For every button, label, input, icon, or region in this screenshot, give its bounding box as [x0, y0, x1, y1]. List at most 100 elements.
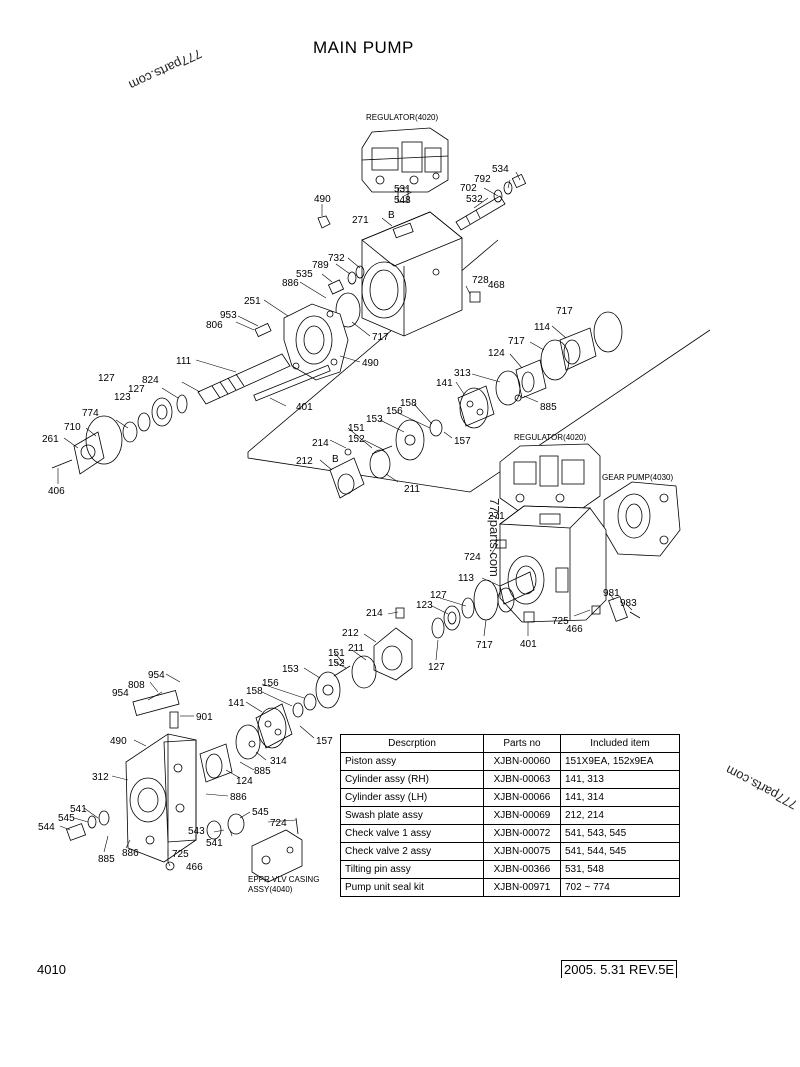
spacer-127 [137, 412, 151, 432]
pump-casing-top [361, 211, 463, 337]
table-header: Descrption [340, 734, 484, 753]
table-row: Cylinder assy (RH) XJBN-00063 141, 313 [340, 770, 680, 789]
valve-block-312 [125, 733, 197, 863]
part-label: 158 [400, 398, 417, 409]
plug-724 [495, 539, 507, 549]
part-label: 152 [328, 658, 345, 669]
part-label: 885 [254, 766, 271, 777]
part-label: 141 [228, 698, 245, 709]
part-label: 113 [458, 573, 474, 584]
pin-983 [629, 611, 641, 619]
plug-535 [327, 279, 345, 295]
oring-732 [355, 265, 365, 279]
part-label: 885 [98, 854, 115, 865]
bolt-901 [169, 711, 179, 729]
table-header: Parts no [483, 734, 561, 753]
table-cell: XJBN-00060 [483, 752, 561, 771]
part-label: 313 [454, 368, 471, 379]
oring-717-right [593, 311, 623, 353]
pin-214 [344, 448, 352, 456]
group-frame-line [247, 329, 711, 493]
part-label: 545 [252, 807, 269, 818]
part-label: 156 [262, 678, 279, 689]
bearing-123-mid [443, 605, 461, 631]
table-row: Piston assy XJBN-00060 151X9EA, 152x9EA [340, 752, 680, 771]
part-label: 792 [474, 174, 491, 185]
table-cell: 541, 544, 545 [560, 842, 680, 861]
plate-981 [608, 596, 628, 622]
part-label: 490 [314, 194, 331, 205]
table-cell: 141, 314 [560, 788, 680, 807]
eppr-label-line2: ASSY(4040) [248, 885, 293, 894]
part-label: 808 [128, 680, 145, 691]
seal-702 [493, 189, 503, 203]
swash-plate-212-lower [373, 627, 413, 681]
oring-789 [347, 271, 357, 285]
part-label: 211 [404, 484, 420, 495]
table-cell: XJBN-00075 [483, 842, 561, 861]
table-cell: Pump unit seal kit [340, 878, 484, 897]
part-label: 124 [236, 776, 253, 787]
part-label: 710 [64, 422, 81, 433]
part-label: 158 [246, 686, 263, 697]
parts-table: Descrption Parts no Included item Piston… [340, 734, 680, 897]
part-label: 717 [556, 306, 573, 317]
table-cell: XJBN-00063 [483, 770, 561, 789]
table-cell: Check valve 2 assy [340, 842, 484, 861]
shoe-plate-211-lower [351, 655, 377, 689]
part-label: 885 [540, 402, 557, 413]
part-label: 314 [270, 756, 287, 767]
table-header-row: Descrption Parts no Included item [340, 734, 680, 753]
part-label: 789 [312, 260, 329, 271]
spacer-127-low [431, 617, 445, 639]
part-label: 724 [270, 818, 287, 829]
seal-545 [87, 815, 97, 829]
eppr-label-line1: EPPR VLV CASING [248, 875, 319, 884]
valve-plate-314 [235, 724, 261, 760]
part-label: 127 [128, 384, 145, 395]
plug-544 [65, 823, 87, 841]
part-label: 774 [82, 408, 99, 419]
regulator-top-label: REGULATOR(4020) [366, 113, 439, 122]
part-label: 261 [42, 434, 59, 445]
part-label: 732 [328, 253, 345, 264]
part-label: 541 [70, 804, 87, 815]
part-label: 824 [142, 375, 159, 386]
revision-stamp: 2005. 5.31 REV.5E [561, 960, 678, 978]
table-cell: 151X9EA, 152x9EA [560, 752, 680, 771]
part-label: 401 [520, 639, 537, 650]
shaft-532-drawing [455, 195, 506, 231]
oring-717-top [335, 292, 361, 328]
gear-pump-drawing [603, 481, 681, 557]
part-label: 127 [428, 662, 445, 673]
part-label: 886 [122, 848, 139, 859]
needle-bearing-124-lower [199, 743, 233, 783]
part-label: 702 [460, 183, 477, 194]
part-label: 157 [316, 736, 333, 747]
regulator-mid-drawing [499, 443, 601, 513]
part-label: 953 [220, 310, 237, 321]
table-row: Check valve 2 assy XJBN-00075 541, 544, … [340, 842, 680, 861]
oring-717-mid2 [473, 579, 499, 621]
spacer-127-mid [461, 597, 475, 619]
pin-724 [295, 817, 299, 835]
part-label: 534 [492, 164, 509, 175]
part-label: 717 [372, 332, 389, 343]
part-label: 214 [366, 608, 383, 619]
part-label: 548 [394, 195, 411, 206]
seal-792 [503, 181, 513, 195]
leader-lines [57, 171, 633, 867]
part-label: 541 [206, 838, 223, 849]
part-label: 401 [296, 402, 313, 413]
part-label: 717 [508, 336, 525, 347]
table-row: Swash plate assy XJBN-00069 212, 214 [340, 806, 680, 825]
part-label: 153 [366, 414, 383, 425]
page-number: 4010 [37, 962, 66, 977]
valve-plate-313 [495, 370, 522, 406]
page-title: MAIN PUMP [313, 38, 414, 57]
plug-534 [511, 173, 527, 189]
part-label: 490 [110, 736, 127, 747]
drive-shaft-111 [197, 353, 291, 405]
part-label: 724 [464, 552, 481, 563]
table-cell: Cylinder assy (LH) [340, 788, 484, 807]
